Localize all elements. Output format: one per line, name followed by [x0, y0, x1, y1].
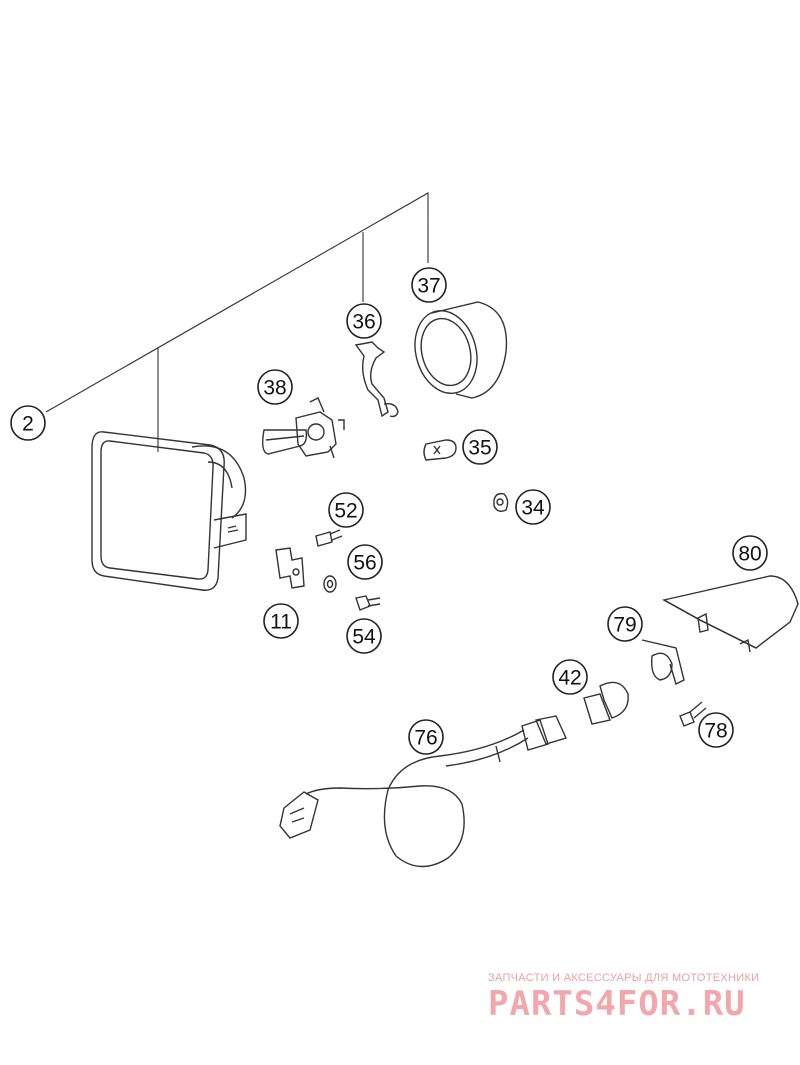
callout-35-label: 35 — [468, 437, 491, 460]
assembly-leader-lines — [45, 192, 429, 452]
callout-78-label: 78 — [704, 720, 727, 743]
headlight-housing — [91, 431, 247, 591]
callout-37: 37 — [411, 267, 447, 303]
callout-34: 34 — [515, 489, 551, 525]
callout-38-label: 38 — [263, 377, 286, 400]
watermark-tagline: ЗАПЧАСТИ И АКСЕССУАРЫ ДЛЯ МОТОТЕХНИКИ — [488, 972, 760, 984]
tail-bulb — [583, 681, 629, 725]
callout-34-label: 34 — [521, 497, 545, 520]
watermark-logo: PARTS4FOR.RU — [488, 984, 746, 1024]
callout-52-label: 52 — [334, 500, 357, 523]
headlight-ring — [414, 301, 508, 399]
lamp-holder — [641, 639, 685, 685]
callout-56-label: 56 — [353, 552, 376, 575]
washer — [323, 575, 337, 593]
callout-36: 36 — [346, 303, 382, 339]
callout-37-label: 37 — [417, 275, 440, 298]
screw-52 — [315, 529, 343, 547]
callout-80-label: 80 — [738, 543, 761, 566]
callout-80: 80 — [732, 535, 768, 571]
callout-79-label: 79 — [613, 614, 636, 637]
callout-36-label: 36 — [352, 311, 375, 334]
screw-78 — [679, 701, 707, 727]
taillight-lens — [662, 575, 799, 653]
callout-76: 76 — [408, 719, 444, 755]
bulb-socket — [493, 492, 509, 513]
callout-11-label: 11 — [270, 611, 292, 634]
callout-76-label: 76 — [414, 727, 437, 750]
spring-clip — [354, 341, 399, 418]
callout-2-label: 2 — [22, 413, 34, 436]
callout-79: 79 — [607, 606, 643, 642]
mounting-bracket — [275, 547, 305, 589]
wiring-harness — [279, 715, 567, 868]
screw-54 — [355, 595, 381, 611]
callout-78: 78 — [698, 712, 734, 748]
callout-11: 11 — [263, 603, 299, 639]
callout-54-label: 54 — [352, 626, 376, 649]
callout-38: 38 — [257, 369, 293, 405]
callout-56: 56 — [347, 544, 383, 580]
callout-42: 42 — [552, 659, 588, 695]
callout-54: 54 — [346, 618, 382, 654]
parking-bulb — [423, 439, 457, 461]
headlight-bulb — [261, 397, 345, 459]
callout-35: 35 — [462, 429, 498, 465]
callout-52: 52 — [328, 492, 364, 528]
callout-2: 2 — [10, 405, 46, 441]
callout-42-label: 42 — [558, 667, 581, 690]
